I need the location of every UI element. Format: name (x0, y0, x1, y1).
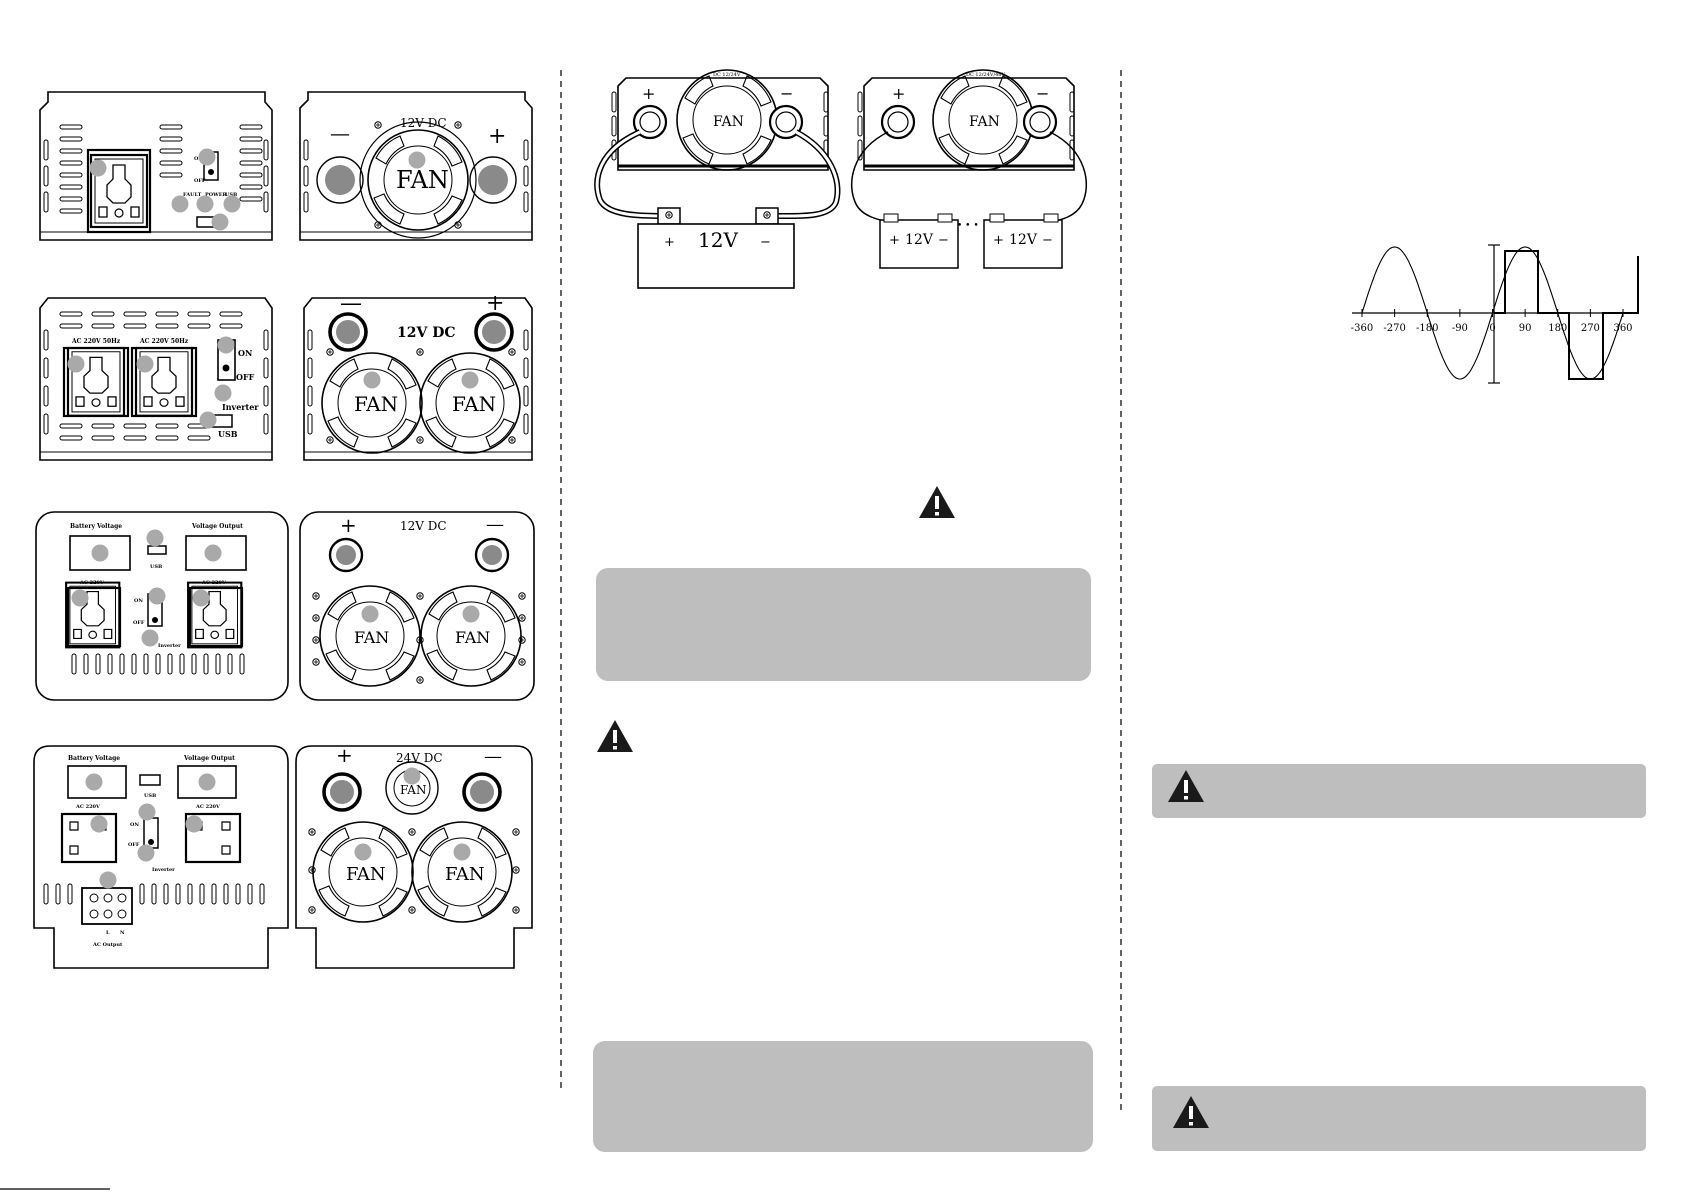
p1-plus: + (488, 124, 506, 149)
p1-voltage-label: 12V DC (400, 116, 447, 130)
p3-fan1-label: FAN (354, 628, 389, 647)
wiring-series-batteries: FAN DC 12/24V/48V + − + 12V − + 12V − • … (850, 69, 1088, 269)
p4-l-label: L (106, 930, 110, 936)
p4-inverter-label: Inverter (152, 867, 175, 873)
p4-output-label: Voltage Output (183, 755, 235, 762)
series-inv-minus: − (1036, 84, 1049, 103)
p4-ac1-label: AC 220V (75, 804, 100, 810)
series-dots: • • • (957, 221, 979, 231)
waveform-tick-label: 0 (1489, 323, 1495, 334)
p3-minus: — (486, 514, 504, 535)
series-b2-minus: − (1042, 233, 1053, 248)
p1-on-label: ON (194, 156, 203, 162)
waveform-tick-label: -270 (1383, 323, 1405, 334)
p4-fan1-label: FAN (346, 864, 386, 885)
single-bat-minus: − (760, 235, 771, 250)
p1-fault-label: FAULT (183, 192, 202, 198)
p4-small-fan-label: FAN (400, 783, 426, 797)
p1-minus: — (330, 121, 350, 145)
notice-box-1 (596, 568, 1091, 681)
panel-2-front: AC 220V 50Hz AC 220V 50Hz ON OFF Inverte… (39, 297, 273, 461)
p3-voltage-label: 12V DC (400, 519, 447, 533)
series-fan-label: FAN (969, 114, 1000, 130)
wiring-single-battery: FAN DC 12/24V + − + 12V − (594, 69, 841, 289)
p4-off-label: OFF (128, 842, 140, 848)
p2-fan2-label: FAN (452, 392, 496, 416)
p3-on-label: ON (134, 598, 143, 604)
waveform-tick-label: 90 (1519, 323, 1532, 334)
panel-3-rear: 12V DC + — FAN FAN (299, 511, 535, 701)
panel-3-front: Battery Voltage Voltage Output USB AC 22… (35, 511, 289, 701)
warning-icon (919, 486, 955, 518)
p4-ac2-label: AC 220V (195, 804, 220, 810)
single-bat-plus: + (664, 235, 675, 250)
series-b1-minus: − (938, 233, 949, 248)
p4-voltage-label: 24V DC (396, 751, 443, 765)
p2-on-label: ON (238, 348, 252, 358)
p2-fan1-label: FAN (354, 392, 398, 416)
warning-strip-2 (1152, 1086, 1646, 1151)
p4-n-label: N (120, 930, 125, 936)
single-fan-label: FAN (713, 114, 744, 130)
single-inv-plus: + (642, 84, 655, 103)
p2-off-label: OFF (236, 372, 255, 382)
p4-minus: — (484, 746, 502, 767)
p4-plus: + (336, 743, 353, 767)
p1-off-label: OFF (194, 178, 206, 184)
panel-1-front: ON OFF FAULT POWER USB (39, 91, 273, 241)
p2-usb-label: USB (218, 429, 238, 439)
series-b2-plus: + (993, 233, 1004, 248)
p4-fan2-label: FAN (445, 864, 485, 885)
p2-plus: + (486, 291, 504, 316)
panel-1-rear: 12V DC — + FAN (299, 91, 533, 241)
p4-on-label: ON (130, 822, 139, 828)
warning-strip-1 (1152, 764, 1646, 818)
p4-usb-label: USB (144, 793, 156, 799)
series-tiny-label: DC 12/24V/48V (966, 72, 1005, 78)
p2-voltage-label: 12V DC (397, 325, 456, 341)
p3-battery-label: Battery Voltage (70, 523, 122, 530)
p2-minus: — (340, 291, 362, 316)
waveform-tick-label: -180 (1416, 323, 1438, 334)
p1-fan-label: FAN (396, 166, 449, 194)
single-inv-minus: − (780, 84, 793, 103)
panel-2-rear: 12V DC — + FAN FAN (303, 291, 533, 461)
notice-box-2 (593, 1041, 1093, 1152)
series-b1-plus: + (889, 233, 900, 248)
p2-ac2-label: AC 220V 50Hz (139, 338, 189, 345)
series-battery2-label: 12V (1009, 232, 1038, 248)
p3-fan2-label: FAN (455, 628, 490, 647)
p2-inverter-label: Inverter (222, 402, 259, 412)
warning-icon (597, 720, 633, 752)
single-battery-label: 12V (698, 228, 738, 252)
p3-inverter-label: Inverter (158, 643, 181, 649)
p3-output-label: Voltage Output (191, 523, 243, 530)
waveform-tick-label: 180 (1548, 323, 1567, 334)
panel-4-front: Battery Voltage Voltage Output USB AC 22… (33, 745, 289, 969)
single-tiny-label: DC 12/24V (713, 72, 741, 78)
waveform-tick-label: -90 (1452, 323, 1468, 334)
panel-4-rear: 24V DC + — FAN FAN FAN (295, 743, 533, 969)
p3-plus: + (340, 513, 357, 537)
p1-usb-label: USB (225, 192, 237, 198)
p4-battery-label: Battery Voltage (68, 755, 120, 762)
p2-ac1-label: AC 220V 50Hz (71, 338, 121, 345)
waveform-tick-label: 270 (1581, 323, 1600, 334)
series-battery1-label: 12V (905, 232, 934, 248)
p3-usb-label: USB (150, 564, 162, 570)
p1-power-label: POWER (205, 192, 228, 198)
waveform-tick-label: -360 (1351, 323, 1373, 334)
waveform-diagram: -360 -270 -180 -90 0 90 180 270 360 (1351, 244, 1639, 384)
series-inv-plus: + (892, 84, 905, 103)
p4-ac-output-label: AC Output (92, 942, 123, 948)
p3-off-label: OFF (133, 620, 145, 626)
waveform-tick-label: 360 (1613, 323, 1632, 334)
